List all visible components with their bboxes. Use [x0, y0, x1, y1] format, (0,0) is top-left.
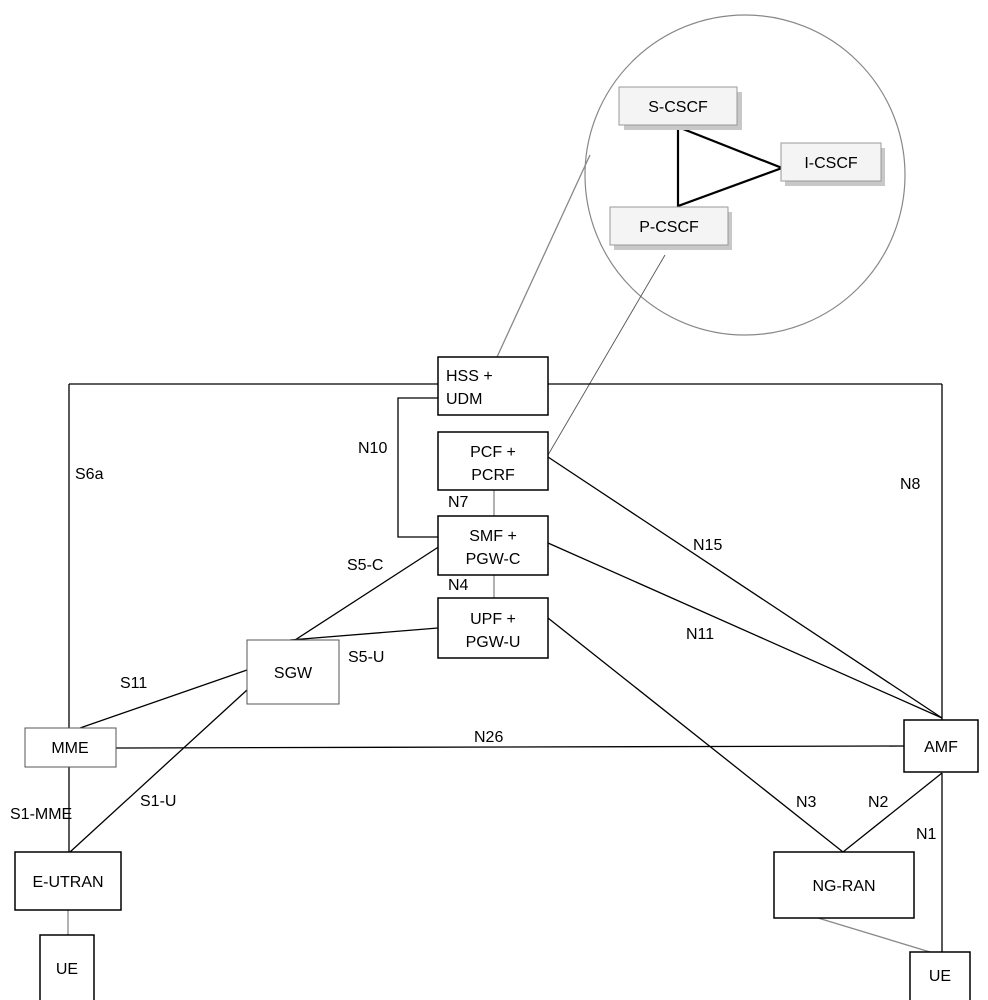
n15-label: N15: [693, 537, 722, 554]
n10-line: [397, 397, 438, 538]
n4-label: N4: [448, 577, 469, 594]
s5c-label: S5-C: [347, 557, 383, 574]
s5u-label: S5-U: [348, 649, 384, 666]
e-utran-label: E-UTRAN: [32, 874, 103, 891]
sgw-node: SGW: [246, 639, 340, 705]
ng-ran-label: NG-RAN: [812, 878, 875, 895]
s-cscf-label: S-CSCF: [648, 99, 708, 116]
s5u-line: [289, 627, 439, 641]
upf-pgwu-label-line2: PGW-U: [466, 634, 521, 651]
ue-right-label: UE: [929, 968, 951, 985]
hss-udm-label-line2: UDM: [446, 391, 482, 408]
smf-pgwc-label-line2: PGW-C: [466, 551, 521, 568]
n10-label: N10: [358, 440, 387, 457]
s1u-label: S1-U: [140, 793, 176, 810]
p-cscf-node: P-CSCF: [609, 206, 732, 250]
p-cscf-label: P-CSCF: [639, 219, 699, 236]
s5c-line: [294, 545, 441, 641]
i-cscf-label: I-CSCF: [804, 155, 858, 172]
n15-line: [547, 456, 943, 719]
n8-label: N8: [900, 476, 921, 493]
hss-udm-label-line1: HSS +: [446, 368, 493, 385]
s11-line: [79, 669, 248, 729]
n2-line: [842, 772, 943, 853]
callout-line-pcf: [547, 254, 666, 456]
n2-label: N2: [868, 794, 889, 811]
n26-line: [115, 745, 905, 749]
smf-pgwc-label-line1: SMF +: [469, 528, 517, 545]
ue-left-label: UE: [56, 961, 78, 978]
pcf-pcrf-label-line2: PCRF: [471, 467, 515, 484]
n1-label: N1: [916, 826, 937, 843]
n11-label: N11: [686, 626, 714, 643]
s1mme-label: S1-MME: [10, 806, 72, 823]
i-cscf-node: I-CSCF: [780, 142, 885, 186]
pcf-pcrf-node: PCF + PCRF: [437, 431, 549, 491]
pcf-pcrf-label-line1: PCF +: [470, 444, 516, 461]
ims-zoom-circle: [584, 14, 906, 336]
smf-pgwc-node: SMF + PGW-C: [437, 515, 549, 576]
e-utran-node: E-UTRAN: [14, 851, 122, 911]
mme-label: MME: [51, 740, 88, 757]
n26-label: N26: [474, 729, 503, 746]
hss-udm-node: HSS + UDM: [437, 356, 549, 416]
amf-node: AMF: [903, 719, 979, 773]
ng-ran-node: NG-RAN: [773, 851, 915, 919]
upf-pgwu-node: UPF + PGW-U: [437, 597, 549, 659]
cscf-triangle: [676, 125, 786, 208]
callout-line-hss: [496, 154, 591, 358]
ngran-ue-line: [817, 917, 931, 953]
amf-label: AMF: [924, 739, 958, 756]
s1u-line: [69, 689, 248, 853]
n11-line: [547, 542, 943, 719]
sgw-label: SGW: [274, 665, 313, 682]
n7-label: N7: [448, 494, 469, 511]
mme-node: MME: [24, 727, 117, 768]
s11-label: S11: [120, 675, 147, 692]
ue-right-node: UE: [909, 951, 971, 1000]
s6a-label: S6a: [75, 466, 104, 483]
upf-pgwu-label-line1: UPF +: [470, 611, 516, 628]
n3-label: N3: [796, 794, 817, 811]
s-cscf-node: S-CSCF: [618, 86, 742, 130]
n3-line: [547, 617, 844, 853]
ue-left-node: UE: [39, 934, 95, 1000]
